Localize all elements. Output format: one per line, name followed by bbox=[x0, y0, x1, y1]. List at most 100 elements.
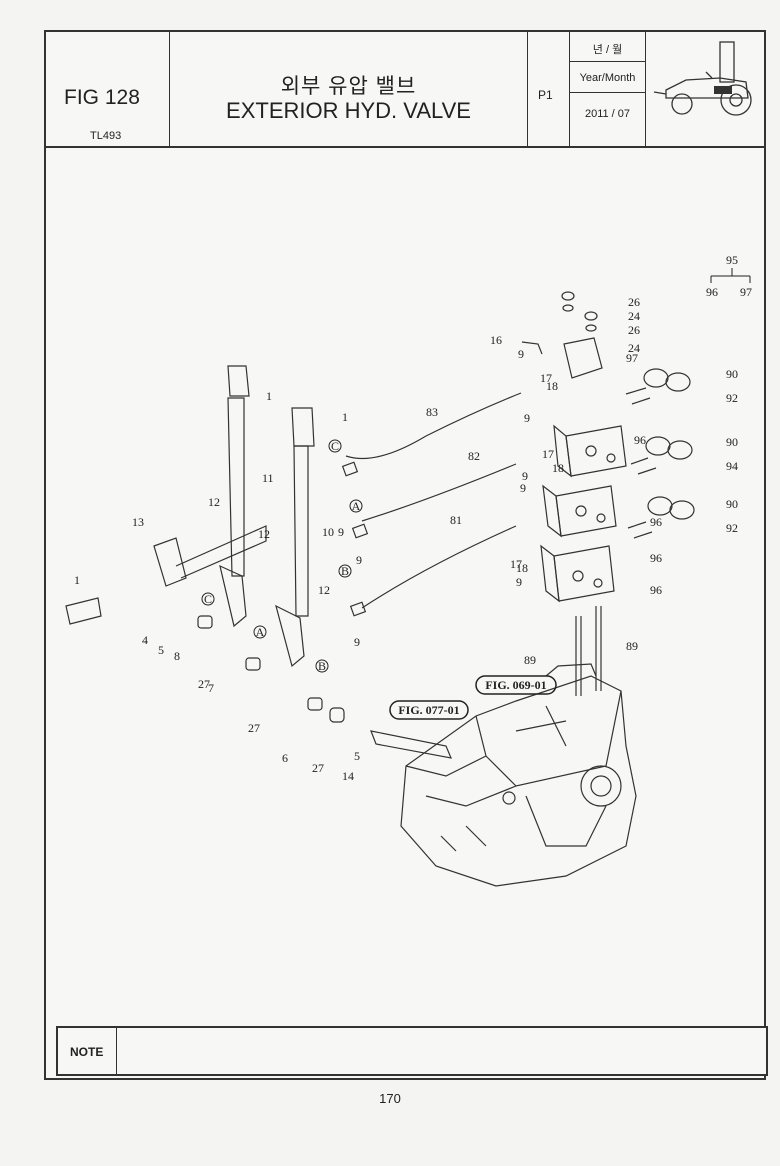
legend-parent: 95 bbox=[726, 253, 738, 267]
svg-text:B: B bbox=[318, 659, 326, 673]
part-callout-92: 92 bbox=[726, 391, 738, 405]
figure-number: FIG 128 bbox=[64, 86, 140, 109]
tractor-icon bbox=[653, 41, 752, 116]
part-callout-1: 1 bbox=[74, 573, 80, 587]
part-callout-11: 11 bbox=[262, 471, 274, 485]
drawing-frame: FIG 128 TL493 외부 유압 밸브 EXTERIOR HYD. VAL… bbox=[44, 30, 768, 1080]
legend-child-96: 96 bbox=[706, 285, 718, 299]
part-callout-18: 18 bbox=[552, 461, 564, 475]
title-english: EXTERIOR HYD. VALVE bbox=[226, 98, 471, 123]
part-callout-16: 16 bbox=[490, 333, 502, 347]
part-callout-1: 1 bbox=[266, 389, 272, 403]
svg-text:A: A bbox=[352, 499, 361, 513]
tractor-logo bbox=[646, 32, 764, 146]
svg-text:B: B bbox=[341, 564, 349, 578]
marker-b: B bbox=[315, 659, 329, 673]
marker-b: B bbox=[338, 564, 352, 578]
exploded-parts-diagram: FIG. 077-01 FIG. 069-01 95 96 97 1114556… bbox=[65, 253, 752, 887]
valve-section-upper bbox=[553, 424, 627, 478]
reference-labels: FIG. 077-01 FIG. 069-01 bbox=[389, 675, 557, 720]
part-callout-81: 81 bbox=[450, 513, 462, 527]
page-number: 170 bbox=[379, 1091, 401, 1106]
elbow-fitting bbox=[521, 341, 543, 355]
marker-c: C bbox=[328, 439, 342, 453]
part-callout-96: 96 bbox=[634, 433, 646, 447]
part-callout-9: 9 bbox=[518, 347, 524, 361]
part-callouts: 1114556789999999910111212121314161717171… bbox=[74, 295, 738, 783]
valve-section-middle bbox=[542, 484, 617, 538]
part-callout-17: 17 bbox=[542, 447, 554, 461]
part-callout-18: 18 bbox=[546, 379, 558, 393]
title-korean: 외부 유압 밸브 bbox=[280, 75, 417, 98]
part-callout-18: 18 bbox=[516, 561, 528, 575]
note-label: NOTE bbox=[70, 1045, 104, 1059]
part-callout-14: 14 bbox=[342, 769, 354, 783]
ref-label-077: FIG. 077-01 bbox=[398, 703, 459, 717]
part-callout-9: 9 bbox=[354, 635, 360, 649]
date-cell: 년 / 월 Year/Month 2011 / 07 bbox=[570, 32, 646, 146]
part-callout-9: 9 bbox=[356, 553, 362, 567]
hose-81 bbox=[361, 525, 517, 609]
note-box: NOTE bbox=[56, 1026, 768, 1076]
part-callout-82: 82 bbox=[468, 449, 480, 463]
valve-section-lower bbox=[540, 544, 615, 603]
part-callout-27: 27 bbox=[312, 761, 324, 775]
part-callout-26: 26 bbox=[628, 295, 640, 309]
part-callout-90: 90 bbox=[726, 435, 738, 449]
part-callout-94: 94 bbox=[726, 459, 738, 473]
part-callout-10: 10 bbox=[322, 525, 334, 539]
part-callout-8: 8 bbox=[174, 649, 180, 663]
lever-middle bbox=[219, 365, 250, 628]
part-callout-17: 17 bbox=[510, 557, 522, 571]
quick-couplers bbox=[625, 368, 695, 539]
hose-83 bbox=[345, 392, 522, 460]
date-header-english: Year/Month bbox=[579, 72, 636, 84]
svg-text:C: C bbox=[204, 592, 212, 606]
model-code: TL493 bbox=[90, 130, 122, 142]
part-callout-92: 92 bbox=[726, 521, 738, 535]
part-callout-89: 89 bbox=[524, 653, 536, 667]
date-value: 2011 / 07 bbox=[584, 108, 631, 120]
part-callout-97: 97 bbox=[626, 351, 638, 365]
part-callout-12: 12 bbox=[258, 527, 270, 541]
hose-82 bbox=[361, 463, 517, 522]
part-callout-90: 90 bbox=[726, 497, 738, 511]
part-callout-89: 89 bbox=[626, 639, 638, 653]
transmission-housing bbox=[370, 663, 637, 887]
lever-left bbox=[65, 525, 267, 625]
part-callout-9: 9 bbox=[338, 525, 344, 539]
part-callout-5: 5 bbox=[158, 643, 164, 657]
part-callout-90: 90 bbox=[726, 367, 738, 381]
part-callout-96: 96 bbox=[650, 551, 662, 565]
svg-text:C: C bbox=[331, 439, 339, 453]
part-callout-4: 4 bbox=[142, 633, 148, 647]
part-callout-7: 7 bbox=[208, 681, 214, 695]
part-callout-12: 12 bbox=[208, 495, 220, 509]
part-callout-9: 9 bbox=[520, 481, 526, 495]
part-callout-1: 1 bbox=[342, 410, 348, 424]
valve-cover bbox=[563, 337, 603, 379]
part-callout-6: 6 bbox=[282, 751, 288, 765]
part-callout-17: 17 bbox=[540, 371, 552, 385]
page-code-cell: P1 bbox=[528, 32, 570, 146]
date-header-korean: 년 / 월 bbox=[592, 44, 623, 56]
figure-cell: FIG 128 TL493 bbox=[46, 32, 170, 146]
part-callout-24: 24 bbox=[628, 341, 640, 355]
kit-legend: 95 96 97 bbox=[706, 253, 752, 299]
part-callout-9: 9 bbox=[524, 411, 530, 425]
part-callout-13: 13 bbox=[132, 515, 144, 529]
part-callout-96: 96 bbox=[650, 515, 662, 529]
part-callout-24: 24 bbox=[628, 309, 640, 323]
ref-label-069: FIG. 069-01 bbox=[485, 678, 546, 692]
marker-c: C bbox=[201, 592, 215, 606]
part-callout-83: 83 bbox=[426, 405, 438, 419]
part-callout-26: 26 bbox=[628, 323, 640, 337]
marker-a: A bbox=[253, 625, 267, 639]
svg-text:A: A bbox=[256, 625, 265, 639]
title-cell: 외부 유압 밸브 EXTERIOR HYD. VALVE bbox=[170, 32, 528, 146]
part-callout-27: 27 bbox=[198, 677, 210, 691]
title-block: FIG 128 TL493 외부 유압 밸브 EXTERIOR HYD. VAL… bbox=[46, 32, 764, 148]
part-callout-96: 96 bbox=[650, 583, 662, 597]
part-callout-5: 5 bbox=[354, 749, 360, 763]
part-callout-12: 12 bbox=[318, 583, 330, 597]
